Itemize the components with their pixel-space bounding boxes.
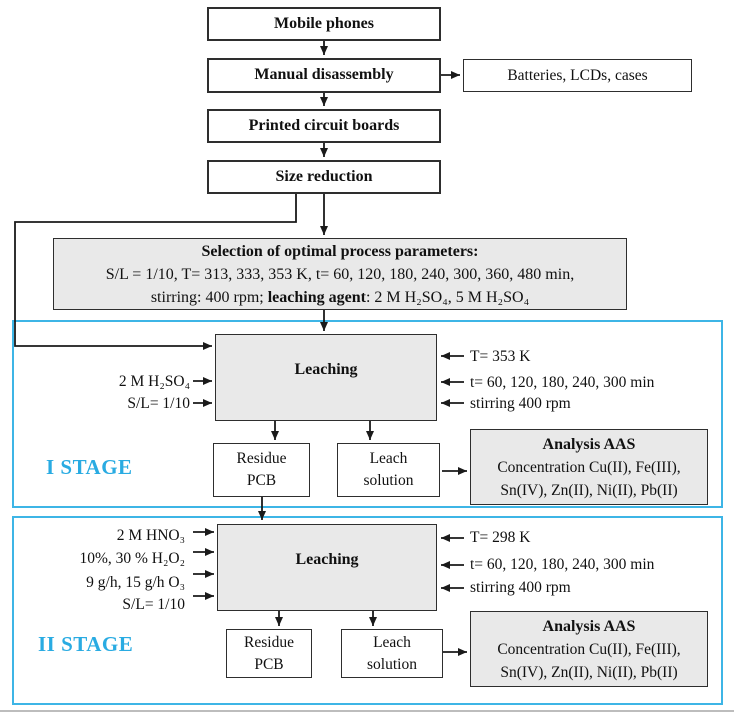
stage2-input-sl: S/L= 1/10 (122, 596, 185, 613)
selection-title: Selection of optimal process parameters: (201, 242, 479, 260)
stage1-leach-solution-box: Leach solution (337, 443, 440, 497)
printed-circuit-boards-box: Printed circuit boards (207, 109, 441, 143)
size-reduction-label: Size reduction (275, 167, 373, 185)
stage2-param-temperature: T= 298 K (470, 529, 531, 546)
selection-line2: S/L = 1/10, T= 313, 333, 353 K, t= 60, 1… (105, 265, 575, 283)
stage2-analysis-line2: Sn(IV), Zn(II), Ni(II), Pb(II) (500, 664, 678, 681)
stage2-leach-solution-line1: Leach (373, 633, 411, 651)
stage2-analysis-box: Analysis AAS Concentration Cu(II), Fe(II… (470, 611, 708, 687)
stage1-leach-solution-line2: solution (363, 472, 414, 489)
stage1-param-temperature: T= 353 K (470, 348, 531, 365)
stage2-residue-pcb-box: Residue PCB (226, 629, 312, 678)
stage2-leach-solution-line2: solution (367, 655, 417, 673)
manual-disassembly-box: Manual disassembly (207, 58, 441, 93)
batteries-label: Batteries, LCDs, cases (507, 66, 648, 84)
stage2-label: II STAGE (38, 632, 134, 656)
stage1-analysis-line2: Sn(IV), Zn(II), Ni(II), Pb(II) (500, 482, 678, 499)
stage2-leaching-box: Leaching (217, 524, 437, 611)
stage2-param-time: t= 60, 120, 180, 240, 300 min (470, 556, 655, 573)
stage2-residue-line1: Residue (244, 633, 294, 651)
stage1-leaching-label: Leaching (294, 361, 358, 379)
stage1-label: I STAGE (46, 455, 133, 479)
stage2-analysis-title: Analysis AAS (542, 618, 636, 635)
stage1-residue-line2: PCB (246, 472, 277, 489)
stage1-analysis-line1: Concentration Cu(II), Fe(III), (497, 459, 681, 476)
stage2-input-hno3: 2 M HNO₃ (116, 527, 185, 544)
selection-line3: stirring: 400 rpm; leaching agent: 2 M H… (151, 286, 529, 309)
stage2-leach-solution-box: Leach solution (341, 629, 443, 678)
stage1-input-h2so4: 2 M H₂SO₄ (118, 373, 190, 390)
stage2-frame (12, 516, 723, 705)
stage1-residue-line1: Residue (236, 450, 287, 467)
stage1-analysis-title: Analysis AAS (542, 436, 636, 453)
stage2-input-o3: 9 g/h, 15 g/h O₃ (86, 574, 185, 591)
stage1-param-time: t= 60, 120, 180, 240, 300 min (470, 374, 655, 391)
manual-disassembly-label: Manual disassembly (254, 66, 394, 84)
stage2-residue-line2: PCB (254, 655, 284, 673)
bottom-divider (0, 710, 734, 712)
stage1-input-sl: S/L= 1/10 (127, 395, 190, 412)
stage2-param-stirring: stirring 400 rpm (470, 579, 571, 596)
stage1-leach-solution-line1: Leach (369, 450, 408, 467)
stage1-frame (12, 320, 723, 508)
stage2-analysis-line1: Concentration Cu(II), Fe(III), (497, 641, 681, 658)
selection-parameters-box: Selection of optimal process parameters:… (53, 238, 627, 310)
size-reduction-box: Size reduction (207, 160, 441, 194)
stage1-analysis-box: Analysis AAS Concentration Cu(II), Fe(II… (470, 429, 708, 505)
printed-circuit-boards-label: Printed circuit boards (248, 116, 400, 134)
batteries-box: Batteries, LCDs, cases (463, 59, 692, 92)
mobile-phones-label: Mobile phones (273, 14, 374, 32)
stage1-residue-pcb-box: Residue PCB (213, 443, 310, 497)
selection-line3-bold: leaching agent (267, 288, 366, 306)
stage1-param-stirring: stirring 400 rpm (470, 395, 571, 412)
stage2-input-h2o2: 10%, 30 % H₂O₂ (79, 550, 185, 567)
selection-line3-post: : 2 M H₂SO₄, 5 M H₂SO₄ (365, 288, 530, 306)
stage2-leaching-label: Leaching (295, 551, 359, 569)
mobile-phones-box: Mobile phones (207, 7, 441, 41)
stage1-leaching-box: Leaching (215, 334, 437, 421)
selection-line3-pre: stirring: 400 rpm; (150, 288, 268, 306)
